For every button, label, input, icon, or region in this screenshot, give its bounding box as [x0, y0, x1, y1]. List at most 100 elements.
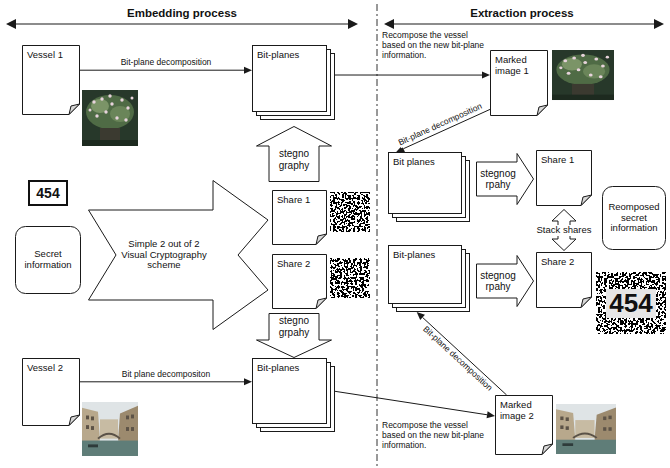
node-text: Vessel 2 — [27, 363, 75, 374]
text-area: Share 1 — [277, 195, 322, 206]
text-area: 454 — [28, 185, 68, 201]
cover-image — [82, 402, 138, 456]
document-box: Share 1 — [272, 190, 327, 245]
edge-label: Bit-plane decomposition — [121, 58, 212, 68]
text-area: Bit-planes — [257, 363, 322, 374]
arrow-outline — [257, 127, 332, 182]
block-arrow: stegno graphy — [256, 126, 332, 182]
block-arrow: stegnog rpahy — [476, 153, 534, 205]
edge-label: Recompose the vessel based on the new bi… — [382, 421, 486, 450]
page-fold — [316, 298, 327, 309]
page-outline — [253, 46, 327, 112]
page-fold — [69, 415, 80, 426]
text-area: Bit planes — [393, 157, 457, 168]
document-outline — [537, 151, 592, 206]
document-outline — [537, 253, 592, 308]
divider-line — [377, 4, 378, 466]
text-area: stegnog rpahy — [478, 270, 518, 293]
node-text: Bit-planes — [393, 250, 457, 261]
node-text: Stack shares — [534, 225, 595, 236]
block-arrow: stegno grpahy — [256, 313, 332, 358]
page-fold — [537, 105, 548, 116]
block-arrow: stegnog rpahy — [476, 255, 534, 307]
node-text: stegnog rpahy — [478, 168, 518, 191]
text-area: Marked image 2 — [500, 400, 548, 422]
text-area: Secret information — [19, 249, 77, 271]
node-text: Bit-planes — [257, 363, 322, 374]
edge-label: Recompose the vessel based on the new bi… — [382, 31, 488, 60]
page-fold — [542, 444, 553, 455]
section-arrows — [6, 19, 664, 29]
connector-line — [80, 70, 244, 71]
share-noise — [330, 192, 370, 232]
section-arrowhead — [348, 19, 358, 29]
node-text: stegno graphy — [269, 148, 319, 171]
noise-image: 454 — [596, 272, 666, 334]
node-text: 454 — [28, 185, 68, 201]
connector-line — [335, 391, 487, 414]
text-area: Marked image 1 — [495, 55, 543, 77]
frame-outline — [29, 181, 67, 205]
document-outline — [23, 46, 80, 115]
text-area: 454 — [596, 288, 666, 319]
connector-line — [80, 381, 244, 382]
text-area: Simple 2 out of 2 Visual Cryptography sc… — [118, 239, 210, 272]
connector — [417, 312, 507, 395]
page-outline — [253, 359, 327, 424]
arrowhead — [482, 72, 490, 79]
text-area: Reomposed secret information — [605, 202, 663, 235]
marked-image — [556, 404, 616, 454]
node-text: stegnog rpahy — [478, 270, 518, 293]
rounded-outline — [16, 227, 81, 294]
document-box: Marked image 1 — [490, 50, 548, 116]
rounded-box: Reomposed secret information — [602, 186, 666, 250]
document-box: Share 2 — [536, 252, 592, 308]
connector — [396, 109, 490, 152]
text-area: Stack shares — [527, 224, 601, 236]
edge-label: Bit-plane decomposition — [397, 101, 484, 147]
connector-line — [423, 317, 507, 395]
text-area: Bit-planes — [393, 250, 457, 261]
page-fold — [69, 104, 80, 115]
node-text: Marked image 2 — [500, 400, 548, 422]
text-area: Share 1 — [541, 155, 587, 166]
text-area: Bit-planes — [257, 50, 322, 61]
text-area: stegno graphy — [269, 148, 319, 171]
section-arrowhead — [6, 19, 16, 29]
section-heading: Extraction process — [470, 7, 574, 20]
document-box: Share 2 — [272, 254, 327, 309]
noise-fill — [596, 272, 666, 334]
text-area: Vessel 2 — [27, 363, 75, 374]
node-text: Share 1 — [541, 155, 587, 166]
arrow-outline — [89, 181, 269, 330]
image-frame: 454 — [28, 180, 68, 206]
double-arrow: Stack shares — [527, 209, 601, 251]
node-text: Share 2 — [277, 259, 322, 270]
node-text: Simple 2 out of 2 Visual Cryptography sc… — [118, 239, 210, 272]
section-arrowhead — [654, 19, 664, 29]
node-text: Reomposed secret information — [605, 202, 663, 235]
edge-label: Bit plane decompositon — [122, 370, 210, 380]
page-fold — [316, 234, 327, 245]
bit-plane-stack: Bit planes — [388, 152, 470, 222]
node-text: Share 1 — [277, 195, 322, 206]
document-box: Vessel 2 — [22, 358, 80, 426]
text-area: stegnog rpahy — [478, 168, 518, 191]
text-area: stegno grpahy — [269, 315, 319, 338]
page-outline — [389, 246, 462, 304]
bit-plane-stack: Bit-planes — [388, 245, 470, 312]
node-text: Share 2 — [541, 257, 587, 268]
text-area: Vessel 1 — [27, 50, 75, 61]
node-text: Marked image 1 — [495, 55, 543, 77]
page-fold — [581, 297, 592, 308]
bit-plane-stack: Bit-planes — [252, 45, 335, 120]
arrow-outline — [257, 314, 332, 358]
arrowhead — [487, 411, 495, 418]
document-outline — [273, 255, 327, 309]
page-outline — [389, 153, 462, 214]
bit-plane-stack: Bit-planes — [252, 358, 335, 432]
document-box: Vessel 1 — [22, 45, 80, 115]
node-text: Bit-planes — [257, 50, 322, 61]
